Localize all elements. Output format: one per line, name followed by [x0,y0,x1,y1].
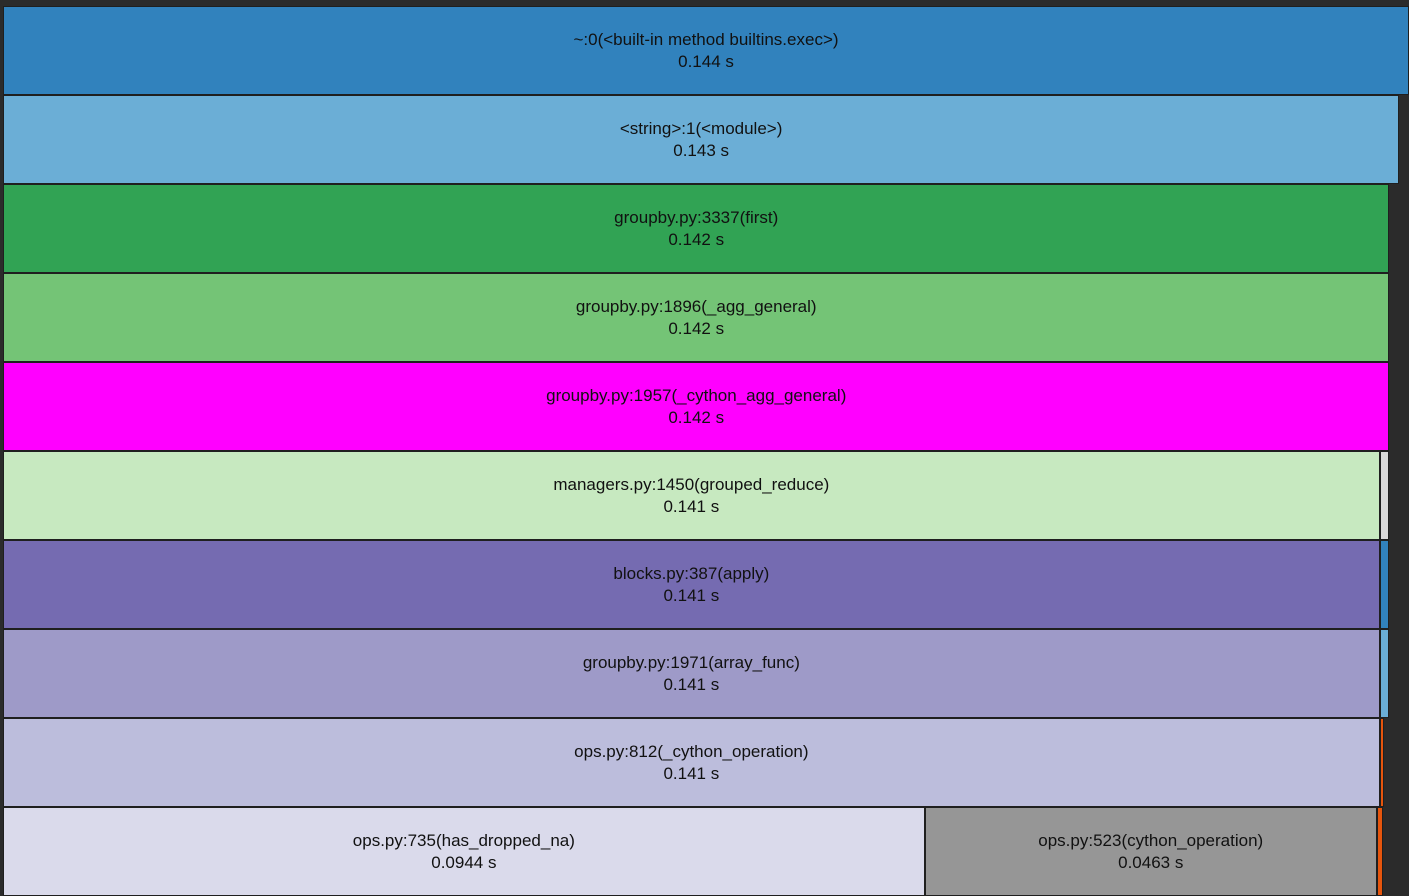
frame-first[interactable]: groupby.py:3337(first)0.142 s [3,184,1390,273]
frame-time: 0.141 s [663,674,720,694]
frame-time: 0.0463 s [1118,852,1184,872]
frame-cython-operation-private-sibling[interactable] [1379,718,1385,807]
frame-cython-agg-general[interactable]: groupby.py:1957(_cython_agg_general)0.14… [3,362,1390,451]
frame-label: ops.py:735(has_dropped_na) [352,830,575,850]
frame-label: groupby.py:1957(_cython_agg_general) [546,385,847,405]
frame-label: groupby.py:1971(array_func) [582,652,800,672]
frame-apply[interactable]: blocks.py:387(apply)0.141 s [3,540,1380,629]
frame-time: 0.143 s [673,140,729,160]
frame-cython-operation[interactable]: ops.py:523(cython_operation)0.0463 s [924,807,1377,896]
frame-time: 0.0944 s [431,852,497,872]
frame-time: 0.141 s [663,763,720,783]
frame-label: groupby.py:1896(_agg_general) [575,296,817,316]
frame-time: 0.142 s [668,229,725,249]
frame-time: 0.144 s [678,51,734,71]
frame-label: <string>:1(<module>) [619,118,783,138]
frame-time: 0.142 s [668,407,725,427]
frame-cython-operation-private[interactable]: ops.py:812(_cython_operation)0.141 s [3,718,1380,807]
frame-cython-operation-tail[interactable] [1376,807,1383,896]
frame-time: 0.142 s [668,318,725,338]
frame-label: ops.py:523(cython_operation) [1038,830,1264,850]
frame-array-func[interactable]: groupby.py:1971(array_func)0.141 s [3,629,1380,718]
frame-label: groupby.py:3337(first) [614,207,779,227]
frame-grouped-reduce[interactable]: managers.py:1450(grouped_reduce)0.141 s [3,451,1380,540]
frame-label: ops.py:812(_cython_operation) [574,741,809,761]
frame-apply-sibling[interactable] [1379,540,1390,629]
frame-time: 0.141 s [663,496,720,516]
frame-exec[interactable]: ~:0(<built-in method builtins.exec>)0.14… [3,6,1409,95]
frame-array-func-sibling[interactable] [1379,629,1390,718]
frame-time: 0.141 s [663,585,720,605]
frame-label: ~:0(<built-in method builtins.exec>) [573,29,839,49]
frame-label: blocks.py:387(apply) [613,563,770,583]
frame-grouped-reduce-sibling[interactable] [1379,451,1390,540]
frame-label: managers.py:1450(grouped_reduce) [553,474,830,494]
frame-agg-general[interactable]: groupby.py:1896(_agg_general)0.142 s [3,273,1390,362]
frame-module[interactable]: <string>:1(<module>)0.143 s [3,95,1400,184]
frame-has-dropped-na[interactable]: ops.py:735(has_dropped_na)0.0944 s [3,807,925,896]
